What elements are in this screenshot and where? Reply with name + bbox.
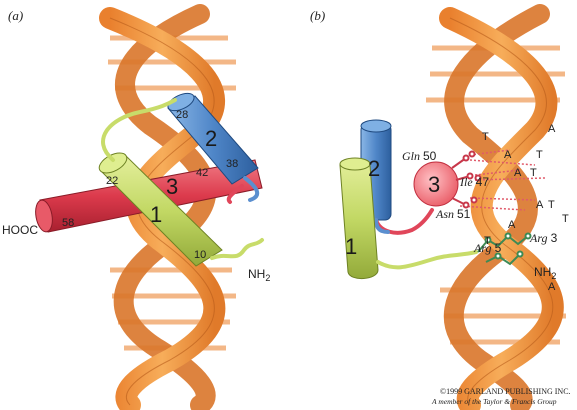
residue-42-a: 42 [196,167,208,179]
base-top-3: A [504,149,512,161]
credit-line-2: A member of the Taylor & Francis Group [431,397,557,406]
sidechains-green-b [477,232,532,266]
base-top-1: T [482,131,489,143]
base-top-6: T [530,167,537,179]
loop-green-bottom-a [210,238,264,260]
residue-28-a: 28 [176,109,188,121]
residue-10-a: 10 [194,249,206,261]
base-top-2: A [548,123,556,135]
residue-38-a: 38 [226,158,238,170]
panel-label-a: (a) [8,8,23,23]
helix-number-1-b: 1 [345,234,357,259]
residue-58-a: 58 [62,217,74,229]
residue-22-a: 22 [106,175,118,187]
helix-1-b [339,157,478,279]
panel-label-b: (b) [310,8,325,23]
loop-green-top-a [101,98,177,162]
base-bottom-3: T [562,213,569,225]
base-top-4: T [536,149,543,161]
helix-number-2-a: 2 [205,126,217,151]
base-bottom-1: A [536,199,544,211]
helix-number-1-a: 1 [150,202,162,227]
loop-red-a [226,184,244,204]
base-bottom-5: A [548,281,556,293]
sidechains-red-b [451,150,482,209]
contacts-b [459,149,546,211]
panel-a: 1 2 3 28 38 42 22 58 10 HOOC NH2 [2,4,270,410]
helix-2-a [167,92,260,202]
base-top-5: A [514,167,522,179]
base-bottom-2: T [548,199,555,211]
c-terminus-label-a: HOOC [2,223,38,237]
helix-number-3-a: 3 [166,174,178,199]
helix-1-a [98,152,223,267]
helix-number-2-b: 2 [368,156,380,181]
base-bottom-4: A [508,219,516,231]
helix-3-b [413,161,459,207]
n-terminus-label-b: NH2 [534,265,556,281]
dna-helix-b [426,4,566,410]
credit-line-1: ©1999 GARLAND PUBLISHING INC. [440,387,571,396]
n-terminus-label-a: NH2 [248,267,270,283]
helix-number-3-b: 3 [428,172,440,197]
base-bottom-t: T [484,235,491,247]
